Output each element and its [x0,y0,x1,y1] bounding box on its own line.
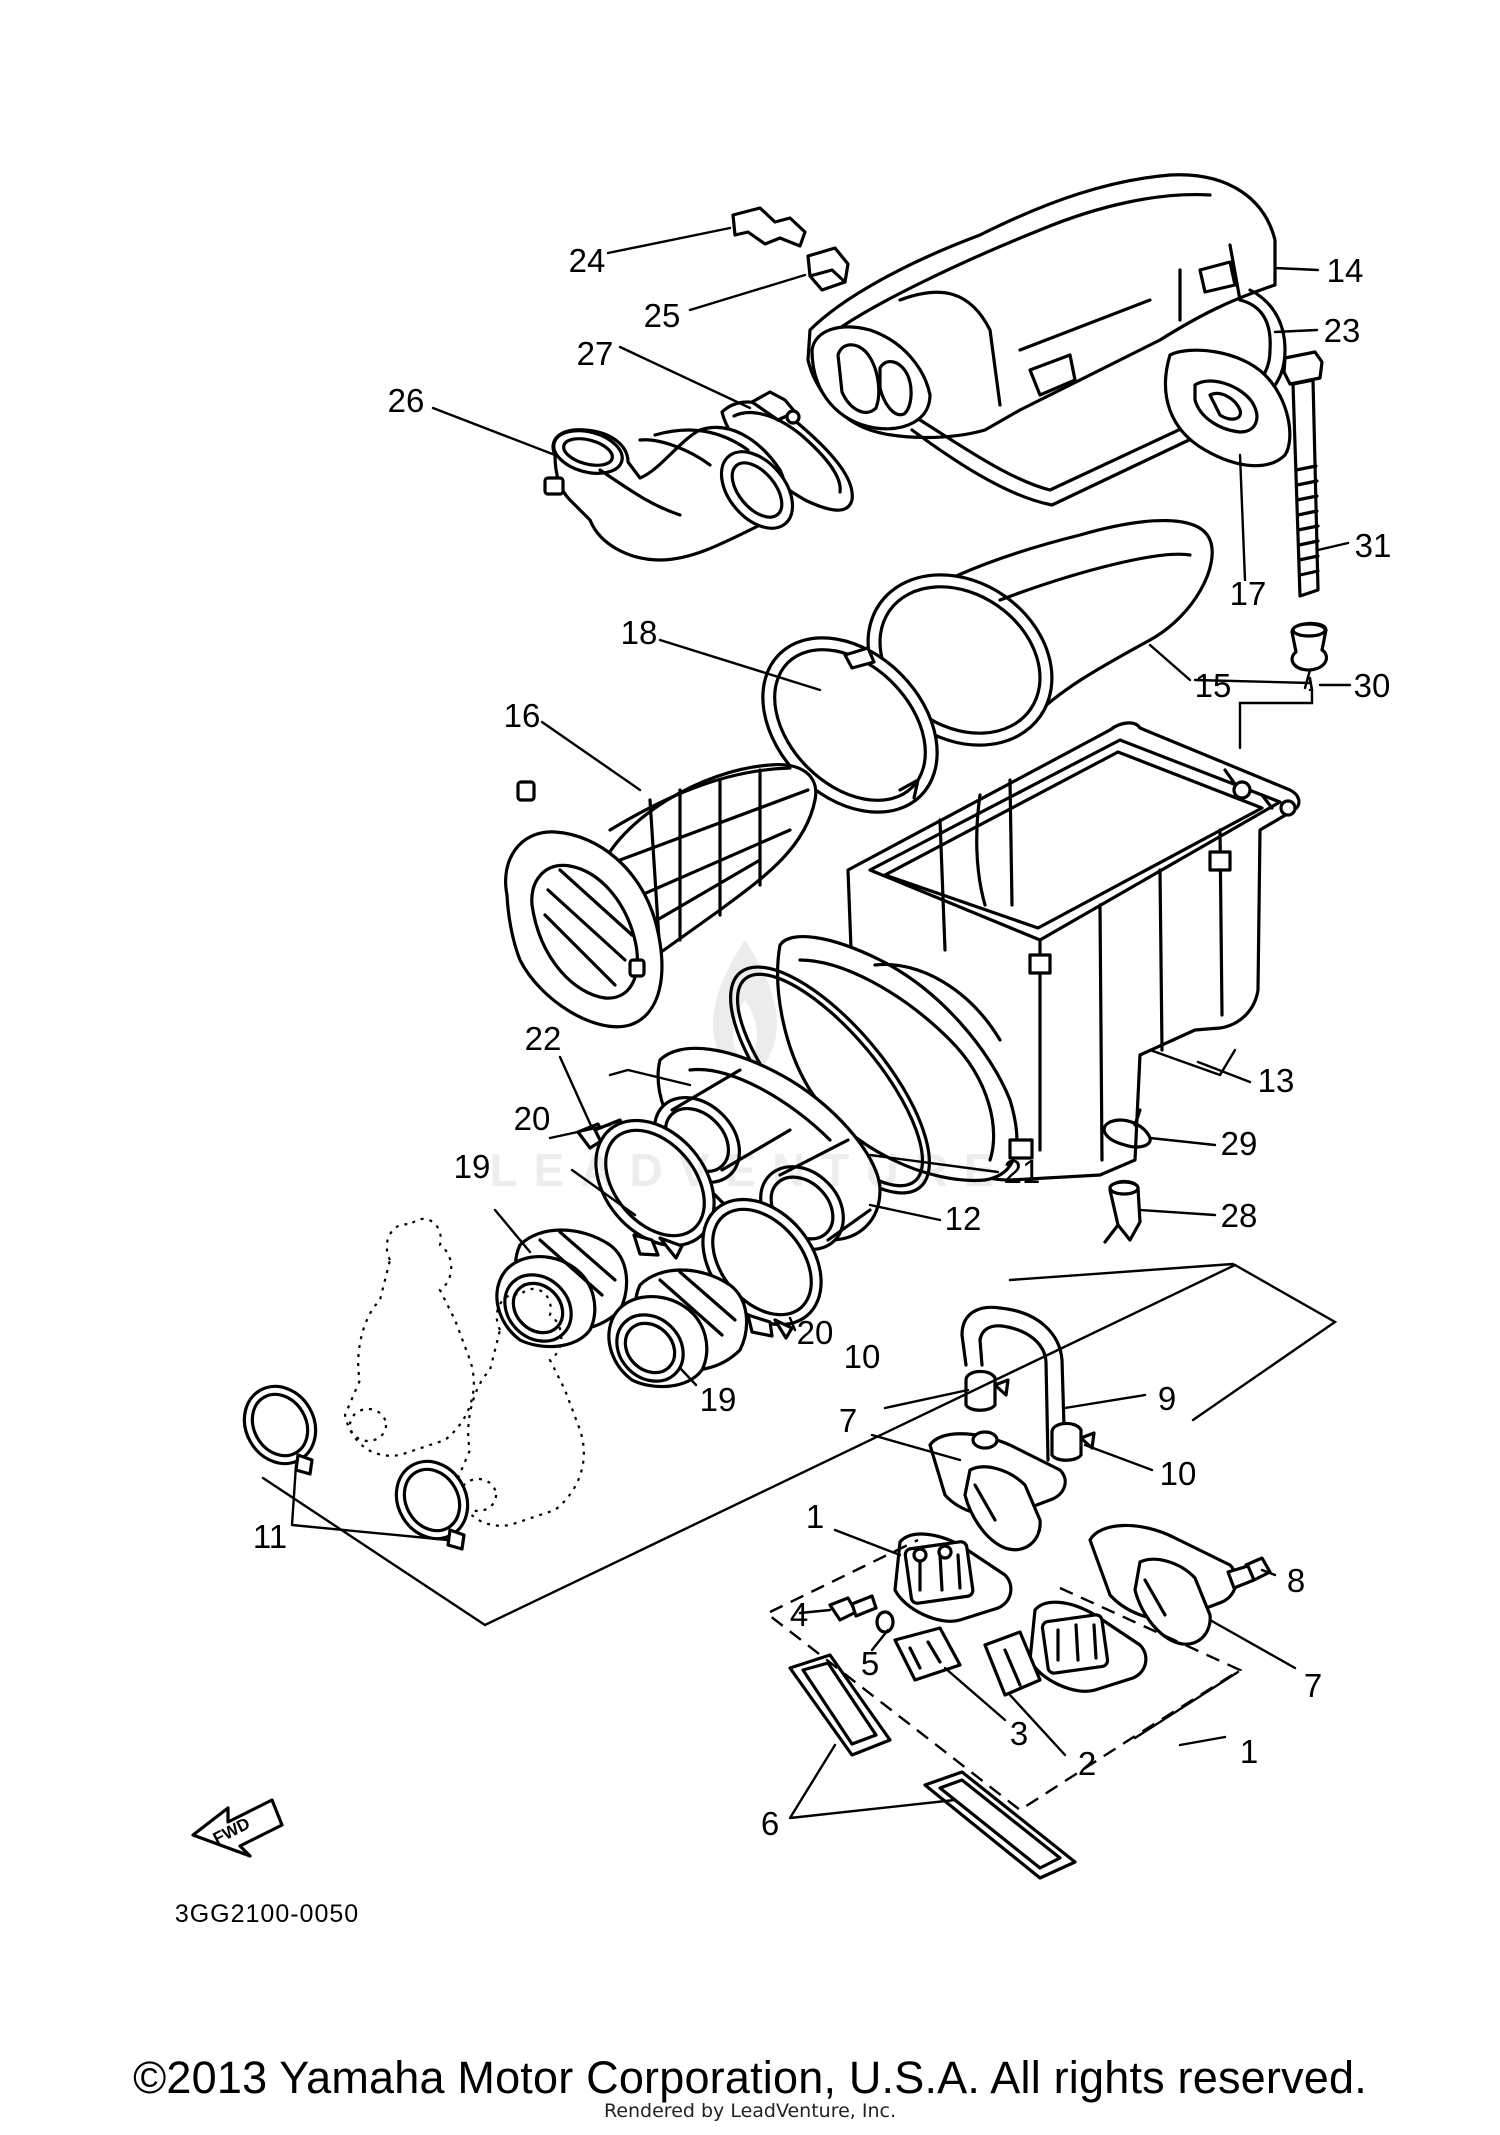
part-3-stopper [893,1626,962,1682]
fwd-arrow-icon: FWD [191,1798,284,1858]
callout-11: 11 [253,1518,287,1555]
callout-20-upper: 20 [514,1100,551,1137]
callout-28: 28 [1221,1197,1258,1234]
callout-5: 5 [861,1645,879,1682]
part-10-clip-upper [964,1369,1010,1412]
callout-8: 8 [1287,1562,1305,1599]
rendered-by-note: Rendered by LeadVenture, Inc. [603,2100,897,2122]
callout-3: 3 [1010,1715,1028,1752]
callout-13: 13 [1258,1062,1295,1099]
callout-26: 26 [388,382,425,419]
part-5-washer [875,1610,895,1634]
part-24-bracket [731,206,807,248]
part-9-hose [960,1305,1067,1462]
callout-6: 6 [761,1805,779,1842]
part-7-manifold-left [928,1430,1067,1552]
callout-10-lower: 10 [1160,1455,1197,1492]
part-29-clip [1102,1108,1152,1149]
part-1-reed-valve-right [1028,1600,1148,1693]
callout-2: 2 [1078,1745,1096,1782]
callout-1-lower: 1 [1240,1733,1258,1770]
callout-12: 12 [945,1200,982,1237]
callout-14: 14 [1327,252,1364,289]
carburetor-reference [343,1217,585,1527]
callout-25: 25 [644,297,681,334]
callout-30: 30 [1354,667,1391,704]
watermark-text: LEADVENTURE [489,1144,1011,1196]
copyright-notice: ©2013 Yamaha Motor Corporation, U.S.A. A… [133,2052,1367,2103]
callout-31: 31 [1355,527,1392,564]
leader-lines [290,226,1352,1820]
part-28-drain-plug [1103,1179,1142,1244]
diagram-code: 3GG2100-0050 [175,1900,359,1928]
callout-9: 9 [1158,1380,1176,1417]
callout-19-upper: 19 [454,1148,491,1185]
callouts: 24 25 27 26 14 23 31 17 30 15 18 16 13 2… [253,242,1391,1842]
part-1-reed-valve-left [893,1532,1013,1623]
part-17-cover [1163,348,1292,468]
callout-16: 16 [504,697,541,734]
part-30-grommet [1290,621,1329,672]
callout-10-upper: 10 [844,1338,881,1375]
part-20-clamp-upper [594,1118,716,1260]
callout-22: 22 [525,1020,562,1057]
part-31-bolt [1282,350,1324,598]
part-25-clip [806,246,850,292]
callout-17: 17 [1230,575,1267,612]
part-11-clamp-lower [394,1459,470,1551]
part-8-screw [1226,1556,1272,1590]
part-11-clamp-upper [242,1384,318,1476]
part-4-screw [828,1594,878,1622]
callout-19-lower: 19 [700,1381,737,1418]
part-14-case-cap [806,173,1277,440]
callout-27: 27 [577,335,614,372]
part-12-joint [652,1046,882,1251]
part-6-gasket-upper [788,1653,892,1757]
callout-1-upper: 1 [806,1498,824,1535]
part-10-clip-lower [1050,1421,1096,1462]
part-16-filter-guide [504,762,818,1029]
part-26-air-duct [543,425,795,562]
part-19-joint-upper [495,1228,629,1349]
callout-21: 21 [1004,1153,1041,1190]
callout-24: 24 [569,242,606,279]
callout-4: 4 [790,1596,808,1633]
part-2-reed [983,1630,1042,1697]
callout-7-left: 7 [839,1402,857,1439]
callout-29: 29 [1221,1125,1258,1162]
callout-7-right: 7 [1304,1667,1322,1704]
part-6-gasket-lower [923,1770,1077,1880]
callout-18: 18 [621,614,658,651]
part-19-joint-lower [607,1268,749,1389]
callout-23: 23 [1324,312,1361,349]
reference-outline [261,1262,1338,1812]
callout-15: 15 [1195,667,1232,704]
callout-20-lower: 20 [797,1314,834,1351]
